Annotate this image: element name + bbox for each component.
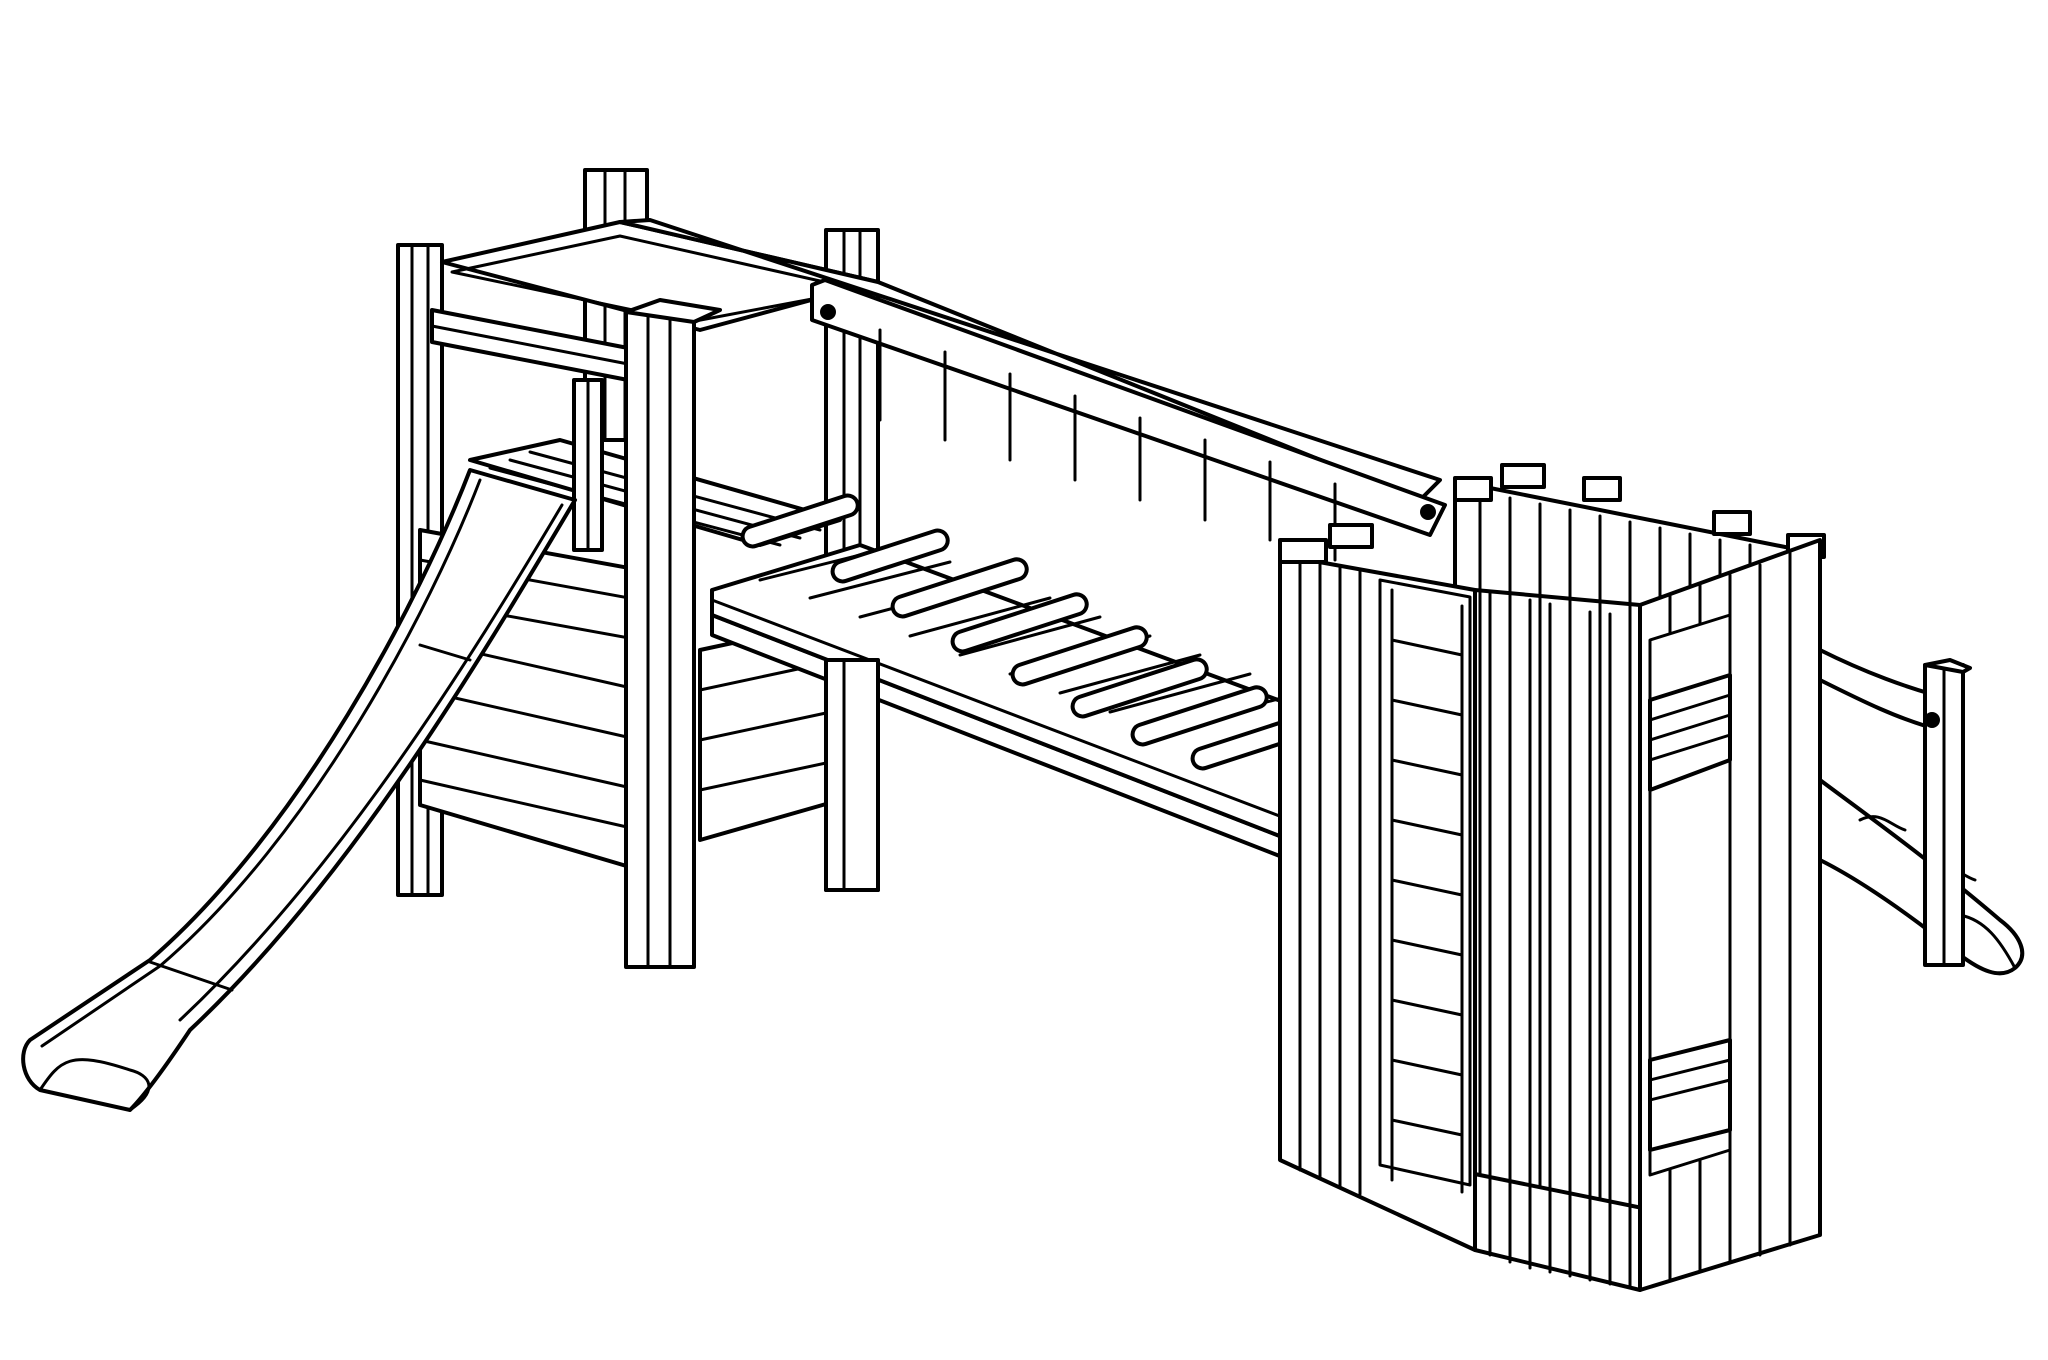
log-bridge <box>710 493 1442 892</box>
inner-post <box>572 378 604 552</box>
right-tower <box>1278 463 1826 1292</box>
straight-slide <box>21 468 577 1112</box>
front-post <box>624 298 722 969</box>
top-beam <box>810 278 1447 562</box>
bridge-logs <box>740 493 1310 771</box>
tube-slide <box>1818 648 2025 976</box>
ladder <box>1390 588 1464 1194</box>
